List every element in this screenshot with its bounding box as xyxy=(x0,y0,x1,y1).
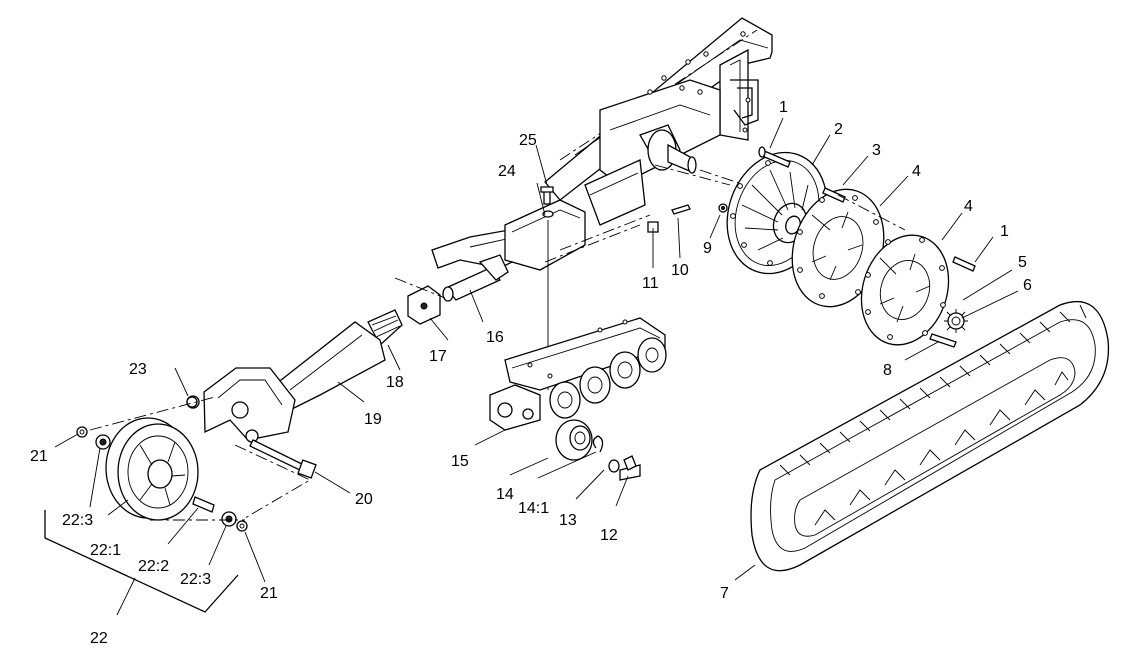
callout-23: 23 xyxy=(129,361,147,378)
group-bracket-22 xyxy=(44,510,239,613)
callout-22-3-left: 22:3 xyxy=(62,512,93,529)
callout-1-right: 1 xyxy=(1000,223,1009,240)
axis-line-plates xyxy=(837,194,906,231)
callout-4-top: 4 xyxy=(912,163,921,180)
callout-14: 14 xyxy=(496,486,514,503)
callout-21-left: 21 xyxy=(30,448,48,465)
roller-frame-part xyxy=(489,317,667,431)
main-frame-part xyxy=(431,17,773,302)
callout-1-top: 1 xyxy=(779,99,788,116)
callout-8: 8 xyxy=(883,362,892,379)
callout-2: 2 xyxy=(834,121,843,138)
callout-4-right: 4 xyxy=(964,198,973,215)
callout-18: 18 xyxy=(386,374,404,391)
idler-assembly-outline xyxy=(89,396,311,521)
callout-15: 15 xyxy=(451,453,469,470)
callout-16: 16 xyxy=(486,329,504,346)
callout-22-3-right: 22:3 xyxy=(180,571,211,588)
callout-20: 20 xyxy=(355,491,373,508)
callout-5: 5 xyxy=(1018,254,1027,271)
callout-22-2: 22:2 xyxy=(138,558,169,575)
callout-9: 9 xyxy=(703,240,712,257)
roller-14-part xyxy=(555,419,641,481)
callout-6: 6 xyxy=(1023,277,1032,294)
callout-21-right: 21 xyxy=(260,585,278,602)
leader-lines xyxy=(54,117,1019,616)
sprocket-hardware xyxy=(647,146,976,348)
callout-17: 17 xyxy=(429,348,447,365)
callout-19: 19 xyxy=(364,411,382,428)
callout-24: 24 xyxy=(498,163,516,180)
idler-wheel-part xyxy=(76,396,248,532)
callout-12: 12 xyxy=(600,527,618,544)
callout-22-1: 22:1 xyxy=(90,542,121,559)
tensioner-part xyxy=(275,285,441,411)
sprocket-plate-1 xyxy=(791,188,885,308)
callout-labels: 1 2 3 4 4 1 5 6 7 8 9 10 11 12 13 14 14:… xyxy=(30,99,1032,647)
axis-line-frame xyxy=(654,164,731,186)
callout-3: 3 xyxy=(872,142,881,159)
sprocket-plate-2 xyxy=(860,234,950,346)
callout-14-1: 14:1 xyxy=(518,500,549,517)
axis-line-16 xyxy=(394,277,446,299)
callout-7: 7 xyxy=(720,585,729,602)
callout-13: 13 xyxy=(559,512,577,529)
callout-10: 10 xyxy=(671,262,689,279)
callout-25: 25 xyxy=(519,132,537,149)
callout-11: 11 xyxy=(642,275,659,292)
frame-holes xyxy=(647,31,751,133)
callout-22: 22 xyxy=(90,630,108,647)
crawler-track-part xyxy=(750,300,1110,572)
